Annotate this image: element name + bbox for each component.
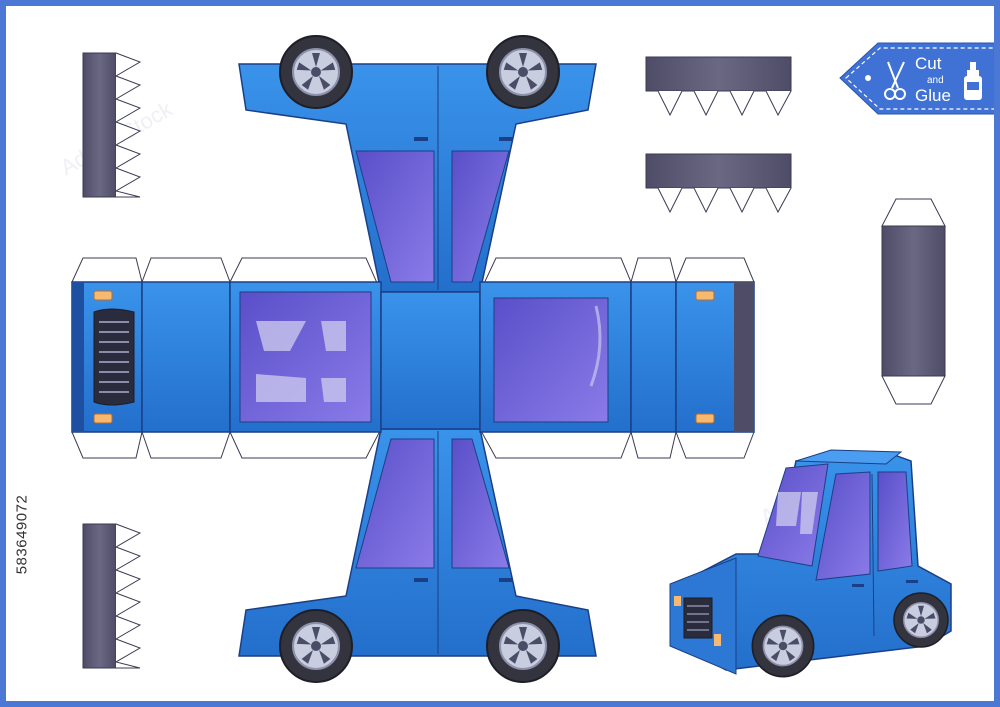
glue-tab-left-bottom [82, 523, 142, 669]
badge-cut-label: Cut [915, 54, 942, 73]
wheel-icon [486, 35, 560, 109]
scissors-icon [884, 61, 906, 100]
glue-tab-right-vertical [881, 198, 946, 405]
glue-tab-right-2 [645, 153, 792, 214]
car-template-art: Adobe Stock Adobe Stock Adobe Stock [56, 35, 994, 683]
stock-id: 583649072 [13, 494, 31, 575]
glue-tab-left-top [82, 52, 142, 198]
car-body-strip [71, 257, 755, 459]
assembled-car-preview [669, 449, 952, 678]
car-side-bottom [238, 428, 597, 683]
glue-bottle-icon [964, 62, 982, 100]
badge-and-label: and [927, 75, 944, 86]
car-side-top [238, 35, 597, 293]
wheel-icon [486, 609, 560, 683]
glue-tab-right-1 [645, 56, 792, 117]
wheel-icon [279, 609, 353, 683]
wheel-icon [279, 35, 353, 109]
badge-glue-label: Glue [915, 86, 951, 105]
wheel-icon [751, 614, 815, 678]
cut-and-glue-badge [839, 42, 994, 115]
wheel-icon [893, 592, 949, 648]
